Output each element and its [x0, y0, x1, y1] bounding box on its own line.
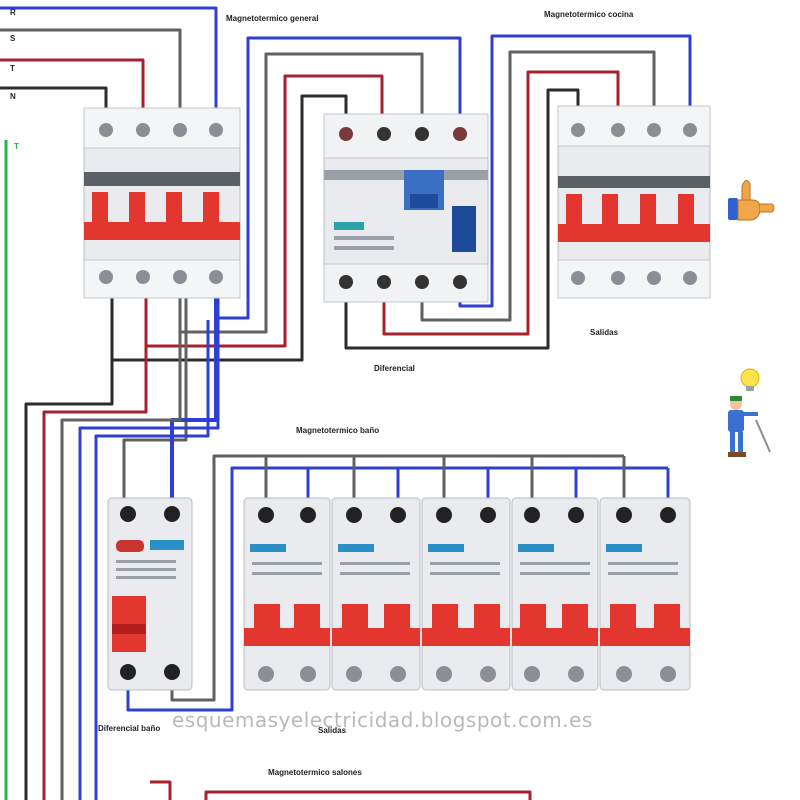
label-magnetotermico-bano: Magnetotermico baño	[296, 426, 380, 435]
label-salidas-bottom: Salidas	[318, 726, 347, 735]
differential-bano	[107, 497, 193, 691]
bath-phase-bus	[170, 454, 624, 702]
branch-blue-wire-2	[78, 300, 220, 800]
breaker-bano-4	[511, 497, 599, 691]
phase-t-label: T	[10, 64, 15, 73]
branch-black-wire	[24, 300, 114, 800]
phase-r-label: R	[10, 8, 16, 17]
bottom-panel-wire	[204, 790, 532, 800]
neutral-label: N	[10, 92, 16, 101]
supply-s-wire	[0, 58, 145, 110]
diff-r-wire	[344, 88, 580, 350]
watermark: esquemasyelectricidad.blogspot.com.es	[172, 708, 593, 732]
branch-gray-wire	[122, 298, 188, 500]
breaker-cocina	[557, 105, 711, 299]
breaker-bano-5	[599, 497, 691, 691]
bath-neutral-bus	[126, 466, 668, 712]
diff-t-wire	[420, 50, 656, 322]
differential-main	[323, 113, 489, 303]
branch-blue-wire-3	[94, 320, 210, 800]
supply-t-wire	[0, 28, 182, 110]
branch-blue-wire	[170, 298, 218, 500]
label-salidas: Salidas	[590, 328, 619, 337]
label-magnetotermico-bottom: Magnetotermico salones	[268, 768, 362, 777]
supply-neutral-wire	[0, 6, 218, 110]
phase-s-label: S	[10, 34, 16, 43]
label-magnetotermico-general: Magnetotermico general	[226, 14, 319, 23]
breaker-bano-2	[331, 497, 421, 691]
electrician-idea-icon	[728, 368, 771, 457]
diff-n-wire	[458, 34, 692, 308]
branch-red-wire	[42, 300, 148, 800]
thumbs-up-icon	[728, 180, 775, 221]
label-magnetotermico-cocina: Magnetotermico cocina	[544, 10, 634, 19]
breaker-bank-bano	[243, 497, 691, 691]
label-diferencial: Diferencial	[374, 364, 415, 373]
breaker-bano-1	[243, 497, 331, 691]
supply-r-wire	[0, 86, 108, 110]
breaker-general	[83, 107, 241, 299]
bottom-red-wire	[150, 780, 172, 800]
breaker-bano-3	[421, 497, 511, 691]
diff-s-wire	[382, 70, 620, 336]
ground-label: T	[14, 142, 19, 151]
branch-gray-wire-2	[60, 300, 182, 800]
label-diferencial-bano: Diferencial baño	[98, 724, 161, 733]
